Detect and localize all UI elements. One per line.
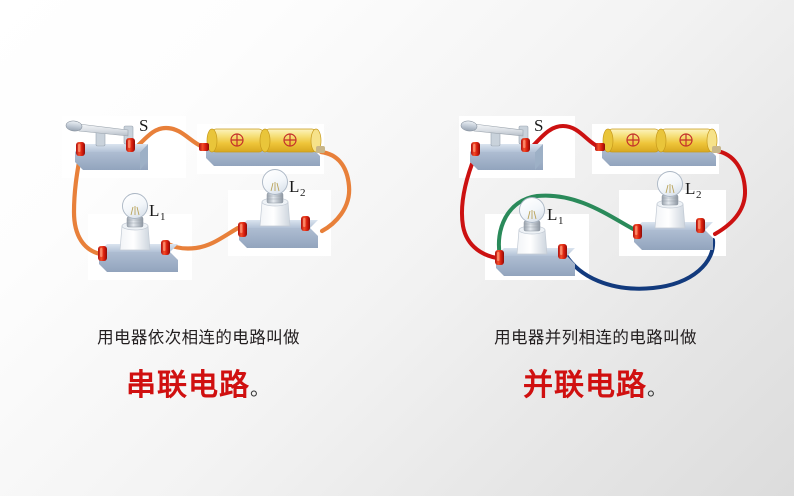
lamp2-terminal-right[interactable] [301, 216, 310, 231]
switch-base-top-r [470, 144, 543, 152]
series-circuit-panel: S [0, 116, 397, 404]
wire-group-parallel [459, 123, 748, 291]
switch-base-side [140, 144, 148, 170]
wire-red-switch-to-battery [525, 123, 601, 154]
series-caption-line2: 串联电路。 [0, 360, 397, 404]
switch-base-front [75, 152, 148, 170]
switch-label-left: S [139, 116, 148, 135]
series-caption-line1: 用电器依次相连的电路叫做 [97, 328, 300, 347]
lamp2-filament [270, 182, 280, 192]
switch-label-right: S [534, 116, 543, 135]
series-caption-term: 串联电路 [126, 368, 250, 403]
battery-terminal-left-r[interactable] [595, 143, 605, 151]
component-lamp2-right: L 2 [633, 171, 713, 250]
wire-red-switch-to-lamp1 [459, 154, 499, 260]
switch-terminal-left[interactable] [76, 142, 85, 156]
lamp1-filament [130, 206, 140, 216]
lamp2-label-left: L [289, 177, 299, 196]
battery-terminal-right-r[interactable] [712, 146, 721, 153]
wire-switch-to-battery [128, 125, 206, 155]
lamp1-base-front-r [496, 256, 575, 276]
battery-tray-front-r [602, 148, 716, 166]
lamp2-base-front-r [634, 230, 713, 250]
lamp1-label-left: L [149, 201, 159, 220]
lamp1-label-left-sub: 1 [160, 211, 166, 223]
battery-cell-1 [206, 128, 264, 153]
battery-cell-2 [259, 128, 322, 153]
wire-red-battery-to-lamp2 [713, 149, 748, 236]
parallel-circuit-panel: S [397, 0, 794, 496]
component-lamp1-right: L 1 [495, 197, 575, 276]
series-circuit-svg: S [65, 116, 352, 272]
wire-blue-lamp1-to-lamp2 [561, 238, 716, 291]
lamp1-label-right: L [547, 205, 557, 224]
parallel-caption-line2: 并联电路。 [397, 360, 794, 404]
wire-lamp2-to-lamp1 [163, 225, 241, 251]
lamp2-base-front [239, 228, 318, 248]
lamp2-label-left-sub: 2 [300, 187, 306, 199]
lamp1-terminal-right-r[interactable] [558, 244, 567, 259]
lamp2-filament-r [665, 184, 675, 194]
lamp2-label-right-sub: 2 [696, 189, 702, 201]
component-battery-right [595, 128, 721, 166]
lamp1-terminal-left-r[interactable] [495, 250, 504, 265]
lamp1-label-right-sub: 1 [558, 215, 564, 227]
lamp2-label-right: L [685, 179, 695, 198]
switch-terminal-left-r[interactable] [471, 142, 480, 156]
lamp2-terminal-right-r[interactable] [696, 218, 705, 233]
component-lamp1-left: L 1 [98, 193, 178, 272]
wire-green-lamp1-to-lamp2 [497, 193, 637, 258]
parallel-caption-term: 并联电路 [523, 368, 647, 403]
lamp1-filament-r [527, 210, 537, 220]
lamp2-terminal-left[interactable] [238, 222, 247, 237]
component-switch-right: S [460, 116, 543, 170]
component-battery-left [199, 128, 325, 166]
component-switch-left: S [65, 116, 148, 170]
switch-terminal-right-r[interactable] [521, 138, 530, 152]
parallel-circuit-svg: S [459, 116, 748, 291]
battery-tray-front [206, 148, 320, 166]
switch-base-front-r [470, 152, 543, 170]
battery-terminal-right[interactable] [316, 146, 325, 153]
lamp1-base-front [99, 252, 178, 272]
switch-knob[interactable] [65, 120, 83, 132]
component-lamp2-left: L 2 [238, 169, 318, 248]
battery-cell-1-r [602, 128, 660, 153]
wire-battery-to-lamp2 [318, 149, 352, 234]
switch-knob-r[interactable] [460, 120, 478, 132]
lamp1-terminal-right[interactable] [161, 240, 170, 255]
parallel-caption-line1: 用电器并列相连的电路叫做 [494, 328, 697, 347]
series-caption-period: 。 [250, 376, 271, 400]
battery-terminal-left[interactable] [199, 143, 209, 151]
lamp1-terminal-left[interactable] [98, 246, 107, 261]
wire-lamp1-to-switch [71, 153, 103, 257]
switch-terminal-right[interactable] [126, 138, 135, 152]
lamp2-terminal-left-r[interactable] [633, 224, 642, 239]
switch-base-top [75, 144, 148, 152]
battery-cell-2-r [655, 128, 718, 153]
switch-base-side-r [535, 144, 543, 170]
parallel-caption-period: 。 [647, 376, 668, 400]
